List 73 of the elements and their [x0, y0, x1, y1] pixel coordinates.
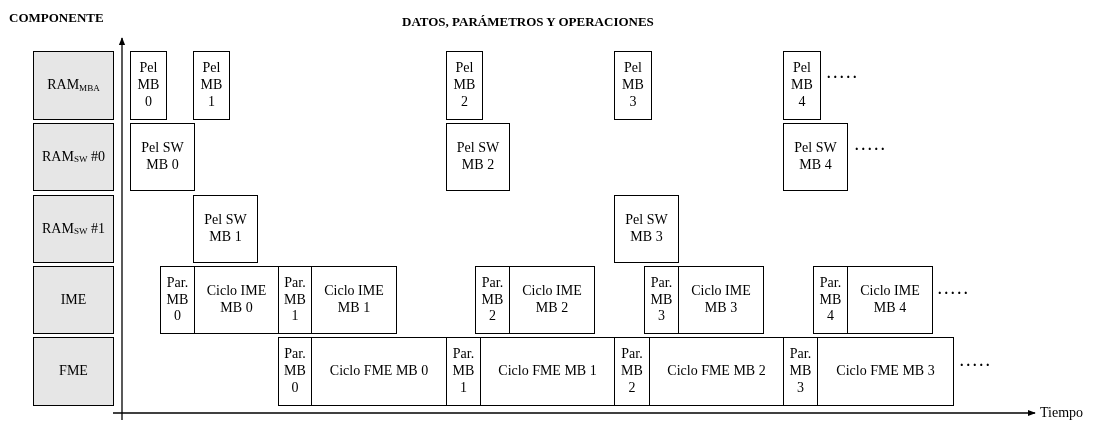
- parameter-box: [813, 266, 848, 334]
- operation-label: Ciclo IME MB 2: [521, 283, 583, 317]
- operation-label: Ciclo IME MB 4: [859, 283, 921, 317]
- component-label: FME: [59, 363, 88, 380]
- parameter-label: Par. MB 0: [166, 274, 189, 326]
- parameter-box: [278, 337, 312, 406]
- operation-label: Pel SW MB 4: [793, 140, 838, 174]
- operation-label: Ciclo IME MB 3: [690, 283, 752, 317]
- operation-box: [614, 195, 679, 263]
- operation-box: [311, 266, 397, 334]
- component-label: IME: [60, 291, 87, 309]
- parameter-label: Pel MB 0: [137, 60, 160, 111]
- operation-box: [446, 123, 510, 191]
- parameter-box: [160, 266, 195, 334]
- axis-title: DATOS, PARÁMETROS Y OPERACIONES: [402, 14, 654, 30]
- component-box: [33, 51, 114, 120]
- operation-label: Pel SW MB 3: [624, 212, 669, 246]
- operation-label: Pel SW MB 1: [203, 212, 248, 246]
- parameter-label: Par. MB 2: [621, 346, 643, 397]
- operation-label: Ciclo IME MB 1: [323, 283, 385, 317]
- component-label: RAM$_{MBA}$: [47, 77, 100, 94]
- parameter-box: [278, 266, 312, 334]
- parameter-box: [193, 51, 230, 120]
- parameter-label: Pel MB 2: [453, 60, 476, 111]
- parameter-label: Pel MB 4: [791, 60, 813, 111]
- ellipsis: .....: [855, 138, 888, 154]
- operation-label: Ciclo FME MB 3: [836, 363, 935, 380]
- ellipsis: .....: [827, 66, 860, 82]
- ellipsis: .....: [938, 282, 971, 298]
- parameter-box: [446, 337, 481, 406]
- parameter-box: [614, 337, 650, 406]
- operation-label: Ciclo FME MB 1: [498, 363, 597, 380]
- parameter-label: Par. MB 0: [284, 346, 306, 397]
- operation-label: Pel SW MB 2: [455, 140, 501, 174]
- operation-box: [847, 266, 933, 334]
- operation-box: [649, 337, 784, 406]
- operation-box: [678, 266, 764, 334]
- parameter-label: Par. MB 1: [452, 346, 475, 397]
- operation-box: [509, 266, 595, 334]
- operation-label: Ciclo FME MB 0: [329, 363, 429, 380]
- operation-box: [311, 337, 447, 406]
- parameter-label: Par. MB 3: [650, 274, 673, 326]
- component-box: [33, 123, 114, 191]
- parameter-label: Par. MB 4: [819, 274, 842, 326]
- operation-box: [783, 123, 848, 191]
- parameter-label: Par. MB 1: [284, 274, 306, 326]
- operation-box: [480, 337, 615, 406]
- operation-box: [130, 123, 195, 191]
- component-box: [33, 195, 114, 263]
- parameter-box: [783, 337, 818, 406]
- parameter-label: Par. MB 3: [789, 346, 812, 397]
- axis-title: COMPONENTE: [9, 10, 104, 26]
- operation-box: [193, 195, 258, 263]
- component-label: RAM$_{SW}$ #1: [41, 220, 105, 238]
- operation-label: Ciclo IME MB 0: [205, 283, 268, 317]
- ellipsis: .....: [960, 354, 993, 370]
- parameter-box: [644, 266, 679, 334]
- parameter-box: [783, 51, 821, 120]
- parameter-box: [475, 266, 510, 334]
- operation-label: Ciclo FME MB 2: [667, 363, 766, 380]
- operation-box: [817, 337, 954, 406]
- operation-label: Pel SW MB 0: [140, 140, 185, 174]
- axis-label: Tiempo: [1040, 405, 1084, 421]
- operation-box: [194, 266, 279, 334]
- parameter-box: [446, 51, 483, 120]
- parameter-box: [130, 51, 167, 120]
- component-box: [33, 266, 114, 334]
- component-label: RAM$_{SW}$ #0: [41, 148, 105, 166]
- component-box: [33, 337, 114, 406]
- parameter-label: Pel MB 3: [622, 60, 644, 111]
- parameter-label: Par. MB 2: [481, 274, 504, 326]
- parameter-box: [614, 51, 652, 120]
- parameter-label: Pel MB 1: [200, 60, 223, 111]
